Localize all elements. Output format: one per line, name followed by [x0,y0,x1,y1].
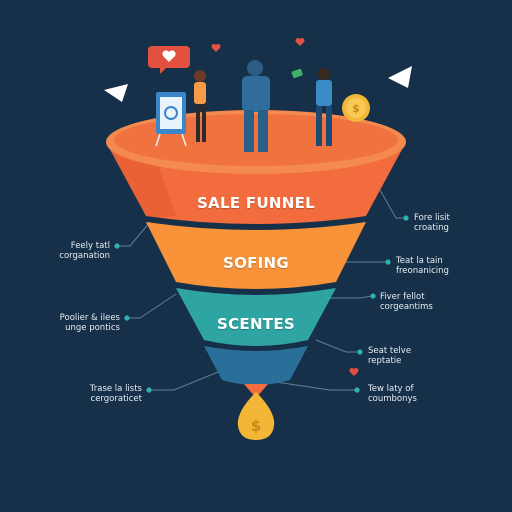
annotation-right-2: Teat la tain freonanicing [396,256,449,276]
level-label-3: SCENTES [217,315,295,333]
annotation-right-5: Tew laty of coumbonys [368,384,417,404]
funnel-level-1-shade [106,142,176,217]
level-label-1: SALE FUNNEL [196,194,316,212]
paper-plane-left-icon [104,84,128,102]
annotation-left-1: Feely tatl corganation [59,241,110,261]
heart-bubble-icon [148,46,190,74]
annotation-right-1: Fore lisit croating [414,213,450,233]
dollar-coin-icon: $ [237,392,275,440]
paper-plane-right-icon [388,66,412,88]
funnel-spout [244,384,268,398]
person-woman-icon [194,70,206,142]
heart-tiny-icon [295,38,305,46]
person-man-center-icon [242,60,270,152]
person-man-right-icon [316,68,332,146]
funnel-level-3 [176,288,336,346]
presentation-board-icon [155,92,187,147]
annotation-left-3: Trase la lists cergoraticet [89,384,142,404]
connector-dots [114,215,409,393]
funnel-level-2 [146,222,366,289]
heart-small-icon [211,44,221,52]
annotation-right-3: Fiver fellot corgeantims [380,292,433,312]
heart-right-icon [349,368,359,376]
funnel-level-4 [204,346,308,385]
svg-text:$: $ [251,417,261,435]
level-label-2: SOFING [222,254,290,272]
coin-stack-icon: $ [342,94,370,122]
connector-lines [118,189,404,391]
annotation-right-4: Seat telve reptatie [368,346,412,366]
svg-text:$: $ [352,102,360,115]
annotation-left-2: Poolier & ilees unge pontics [59,313,120,333]
money-icon [291,68,303,79]
